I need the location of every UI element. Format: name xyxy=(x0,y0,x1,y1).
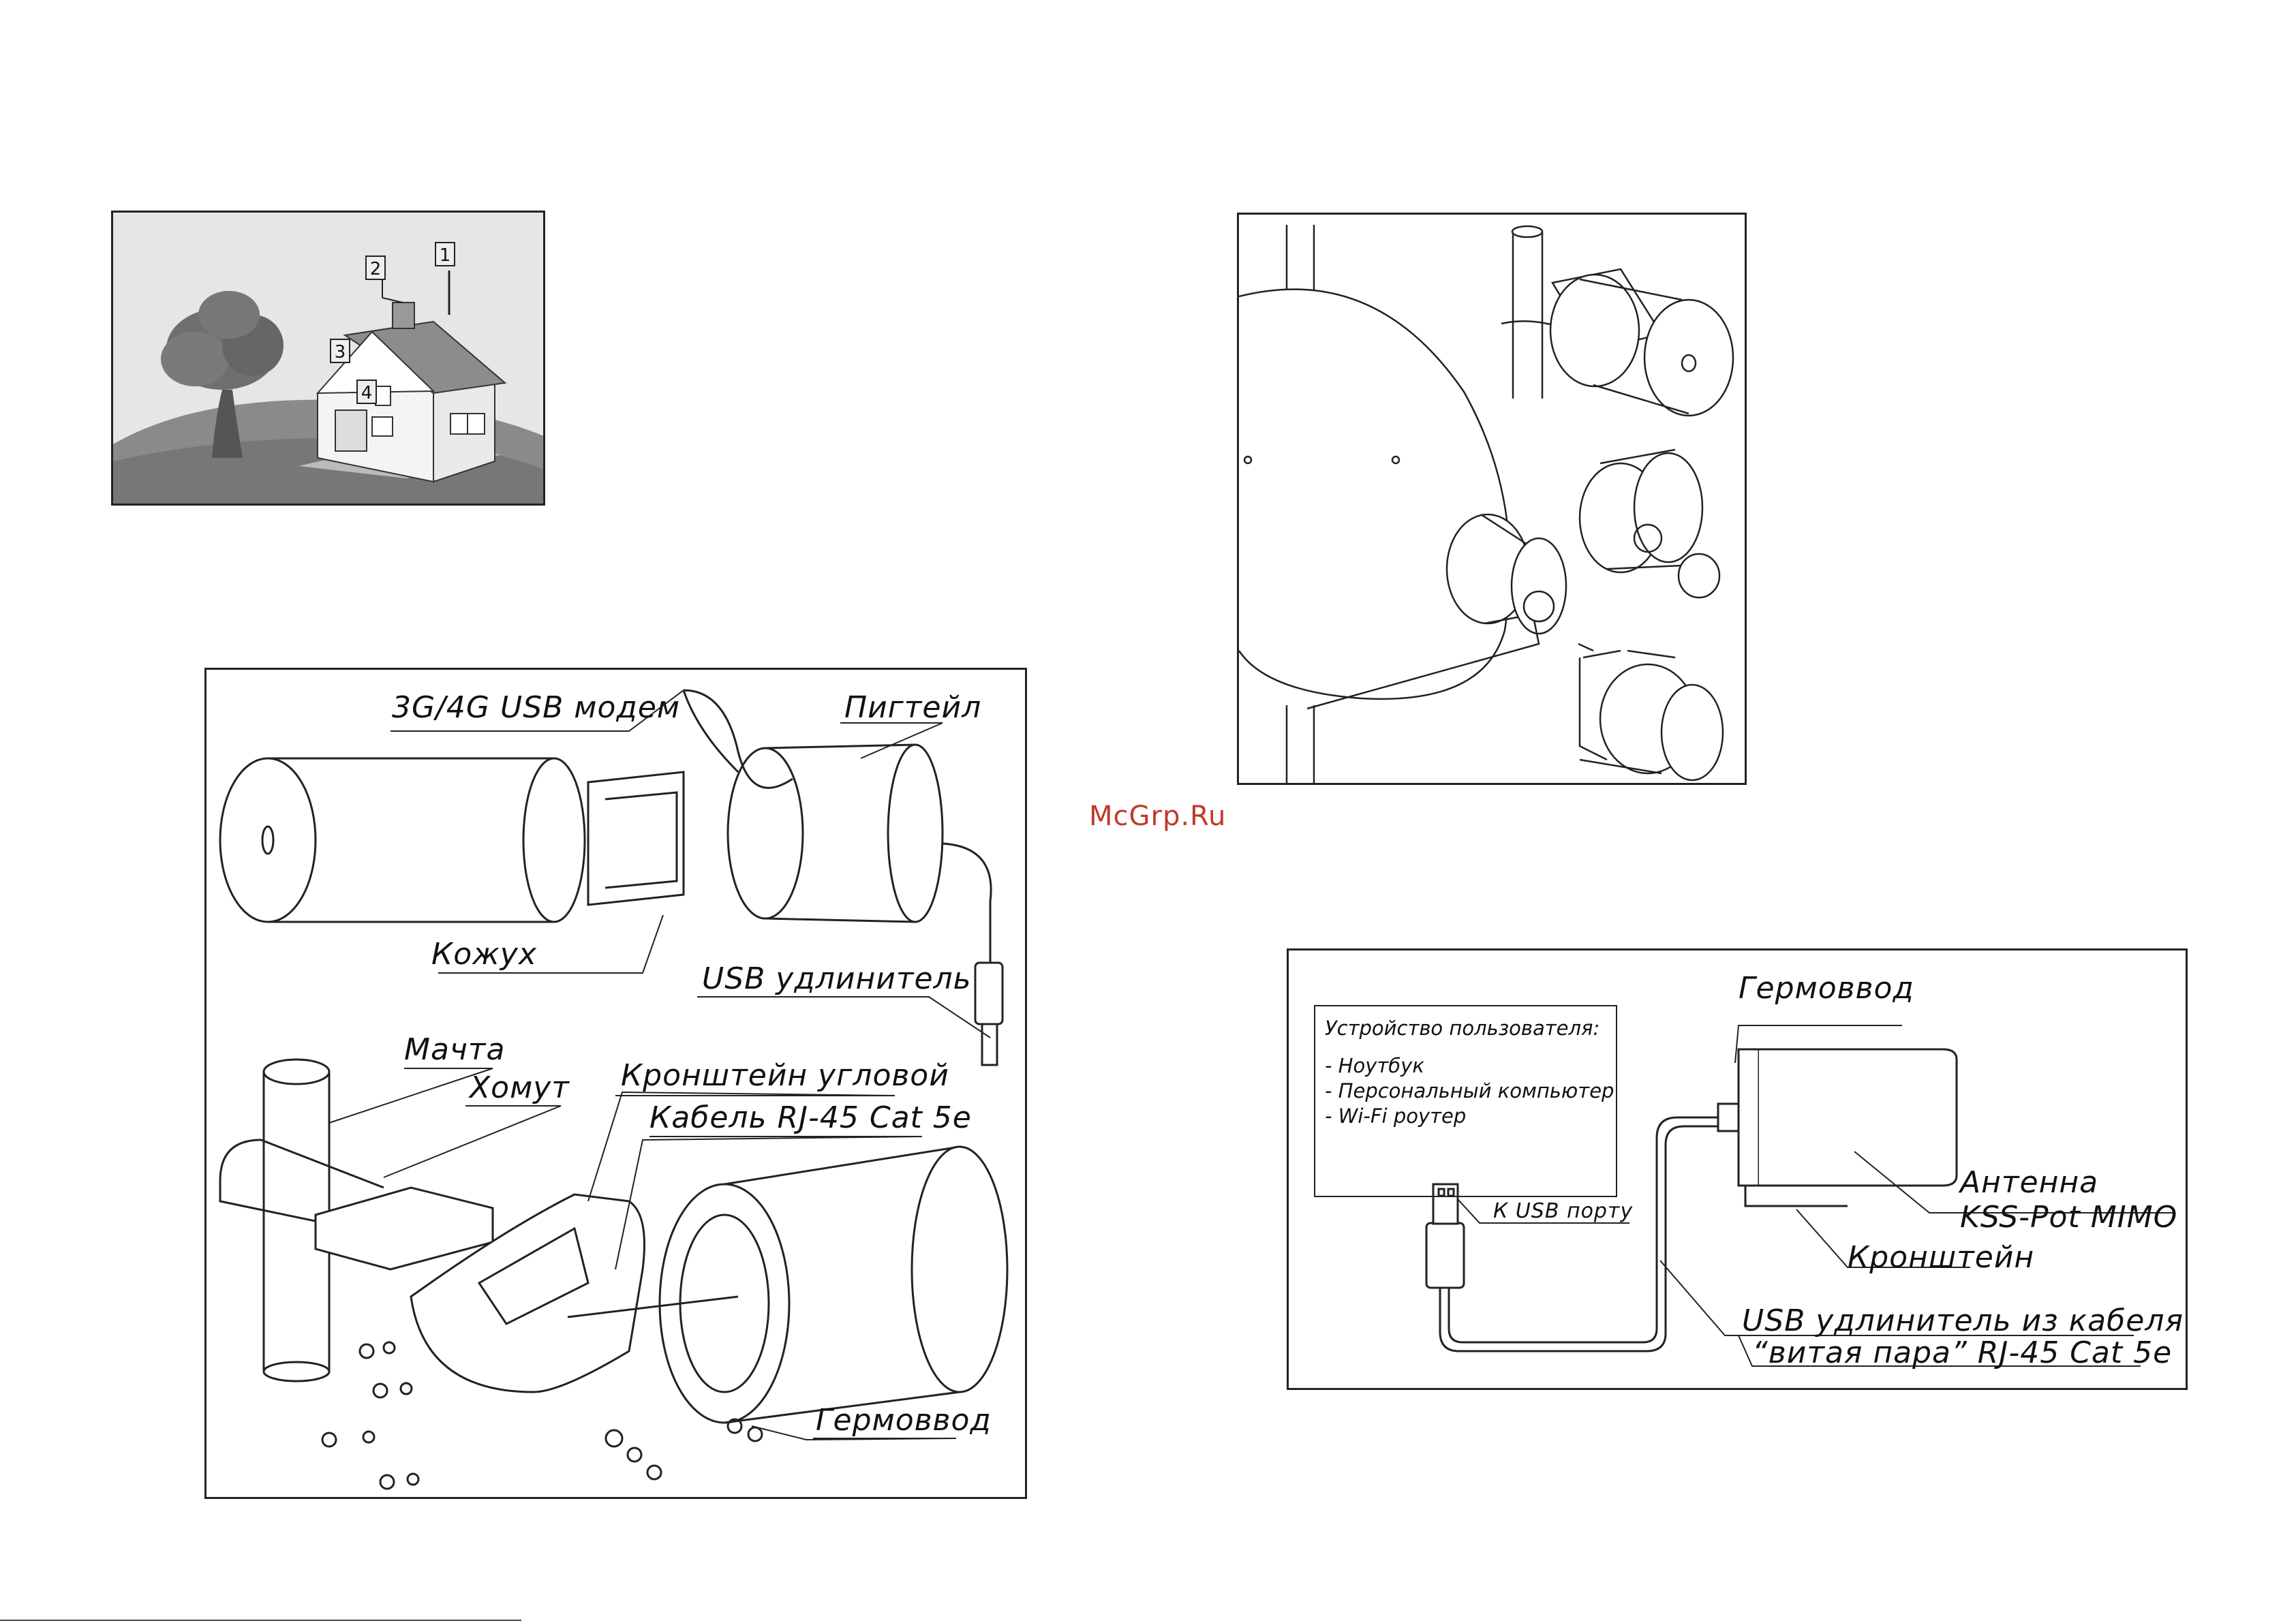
house-scene-illustration xyxy=(113,213,543,504)
label-antenna: Антенна xyxy=(1960,1165,2099,1200)
label-clamp: Хомут xyxy=(470,1070,570,1105)
mounting-variants-panel xyxy=(1237,213,1747,785)
house-scene-panel: 1 2 3 4 xyxy=(111,211,545,506)
marker-4: 4 xyxy=(356,380,377,404)
label-usb-port: К USB порту xyxy=(1493,1199,1634,1223)
user-device-item-laptop: - Ноутбук xyxy=(1325,1054,1424,1077)
exploded-assembly-panel: 3G/4G USB модем Пигтейл Кожух USB удлини… xyxy=(204,668,1027,1499)
exploded-assembly-illustration xyxy=(219,689,1009,1490)
label-extender-line2: “витая пара” RJ-45 Cat 5e xyxy=(1752,1335,2173,1370)
label-angle-bracket: Кронштейн угловой xyxy=(621,1058,949,1093)
user-device-title: Устройство пользователя: xyxy=(1325,1017,1600,1040)
connection-schematic-panel: Устройство пользователя: - Ноутбук - Пер… xyxy=(1287,948,2188,1390)
label-pigtail: Пигтейл xyxy=(844,690,982,725)
footer-rule xyxy=(0,1620,521,1621)
marker-2: 2 xyxy=(365,256,386,280)
label-modem: 3G/4G USB модем xyxy=(392,690,681,725)
label-mast: Мачта xyxy=(404,1032,506,1067)
label-bracket: Кронштейн xyxy=(1848,1240,2035,1275)
user-device-box: Устройство пользователя: - Ноутбук - Пер… xyxy=(1314,1005,1617,1197)
label-extender-line1: USB удлинитель из кабеля xyxy=(1742,1303,2184,1338)
marker-3: 3 xyxy=(330,339,350,363)
mounting-variants-illustration xyxy=(1239,225,1734,783)
connection-schematic-illustration xyxy=(1425,1025,2175,1367)
label-usb-extender: USB удлинитель xyxy=(702,961,972,996)
label-cable: Кабель RJ-45 Cat 5e xyxy=(649,1100,972,1135)
label-antenna-model: KSS-Pot MIMO xyxy=(1960,1200,2178,1235)
user-device-item-router: - Wi-Fi роутер xyxy=(1325,1104,1467,1128)
label-gland-right: Гермоввод xyxy=(1739,971,1914,1006)
user-device-item-pc: - Персональный компьютер xyxy=(1325,1079,1614,1102)
marker-1: 1 xyxy=(435,242,455,266)
label-gland: Гермоввод xyxy=(816,1403,992,1438)
watermark: McGrp.Ru xyxy=(1089,801,1227,832)
label-housing: Кожух xyxy=(431,937,537,972)
